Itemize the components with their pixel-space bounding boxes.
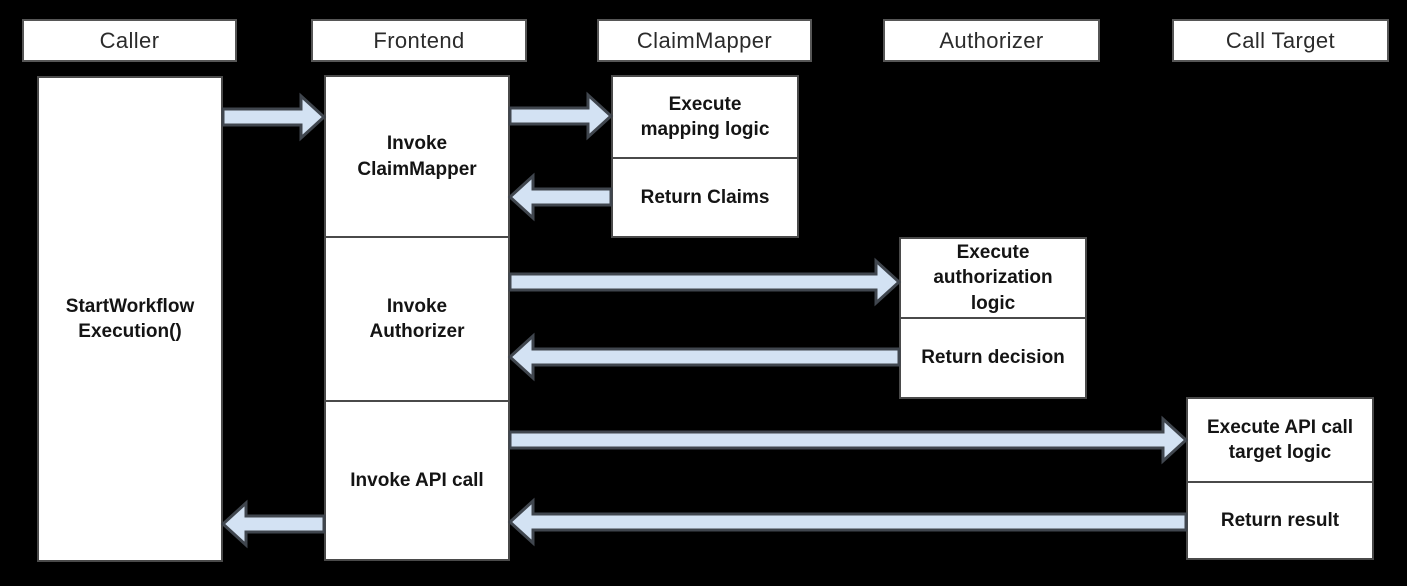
caller-to-frontend-arrow — [221, 92, 327, 142]
lane-header-label: Call Target — [1225, 27, 1336, 53]
box-section-label: Return decision — [921, 347, 1065, 369]
frontend-to-calltarget-arrow — [508, 415, 1189, 465]
frontend-to-authorizer-arrow — [508, 257, 902, 307]
lane-header-frontend: Frontend — [311, 19, 527, 62]
box-section-label: Execute mapping logic — [640, 93, 770, 140]
frontend-return-to-caller-arrow — [220, 499, 326, 549]
box-section-label: Invoke API call — [350, 469, 484, 491]
calltarget-activation-section-0: Execute API call target logic — [1188, 399, 1372, 481]
lane-header-authorizer: Authorizer — [883, 19, 1100, 62]
lane-header-label: Caller — [99, 27, 160, 53]
lane-header-call-target: Call Target — [1172, 19, 1389, 62]
lane-header-caller: Caller — [22, 19, 237, 62]
caller-activation: StartWorkflow Execution() — [37, 76, 223, 562]
frontend-activation-section-0: Invoke ClaimMapper — [326, 77, 508, 236]
box-section-label: Execute authorization logic — [933, 242, 1053, 314]
calltarget-return-to-frontend-arrow — [507, 497, 1188, 547]
authorizer-activation-section-1: Return decision — [901, 317, 1085, 397]
caller-activation-section-0: StartWorkflow Execution() — [39, 78, 221, 560]
claimmapper-activation-section-0: Execute mapping logic — [613, 77, 797, 157]
lane-header-label: Frontend — [373, 27, 465, 53]
lane-header-claimmapper: ClaimMapper — [597, 19, 812, 62]
lane-header-label: Authorizer — [939, 27, 1044, 53]
frontend-to-claimmapper-arrow — [508, 91, 614, 141]
box-section-label: Execute API call target logic — [1206, 416, 1354, 463]
claimmapper-return-to-frontend-arrow — [507, 172, 613, 222]
authorizer-activation-section-0: Execute authorization logic — [901, 239, 1085, 317]
frontend-activation-section-2: Invoke API call — [326, 400, 508, 559]
box-section-label: Return result — [1220, 509, 1340, 531]
authorizer-return-to-frontend-arrow — [507, 332, 901, 382]
box-section-label: Return Claims — [640, 186, 770, 208]
calltarget-activation-section-1: Return result — [1188, 481, 1372, 558]
claimmapper-activation-section-1: Return Claims — [613, 157, 797, 236]
box-section-label: Invoke Authorizer — [369, 295, 465, 342]
box-section-label: StartWorkflow Execution() — [65, 295, 195, 342]
lane-header-label: ClaimMapper — [636, 27, 773, 53]
frontend-activation-section-1: Invoke Authorizer — [326, 236, 508, 400]
box-section-label: Invoke ClaimMapper — [357, 133, 477, 180]
